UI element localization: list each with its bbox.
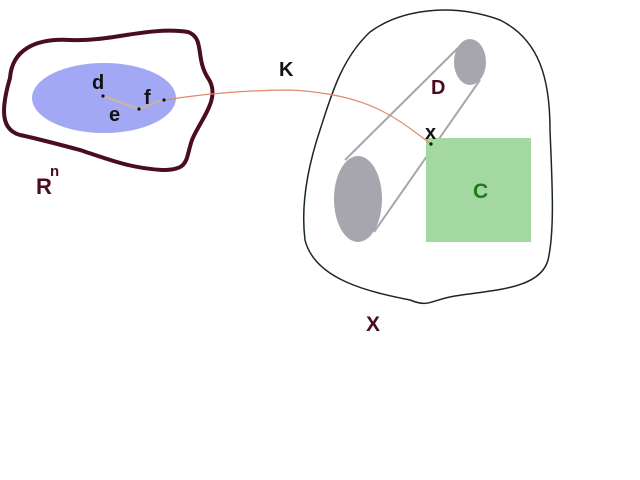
- label-rn-sup: n: [50, 163, 59, 180]
- curve-k: [165, 89, 432, 145]
- label-d-point: d: [92, 72, 104, 94]
- square-c: [426, 138, 531, 242]
- rn-ball: [32, 63, 176, 133]
- cylinder-top-cap: [454, 39, 486, 85]
- label-d-cylinder: D: [431, 77, 445, 99]
- label-f-point: f: [144, 87, 151, 109]
- cylinder-bottom-cap: [334, 156, 382, 242]
- point-x: [429, 142, 433, 146]
- cylinder-edge-top: [344, 43, 463, 161]
- label-rn-base: R: [36, 174, 52, 199]
- label-c: C: [473, 180, 488, 203]
- point-e: [137, 107, 141, 111]
- point-d: [101, 94, 105, 98]
- label-k: K: [279, 59, 294, 81]
- label-e-point: e: [109, 104, 120, 126]
- label-x-point: x: [425, 122, 436, 144]
- point-f: [162, 98, 166, 102]
- label-x-space: X: [366, 313, 380, 336]
